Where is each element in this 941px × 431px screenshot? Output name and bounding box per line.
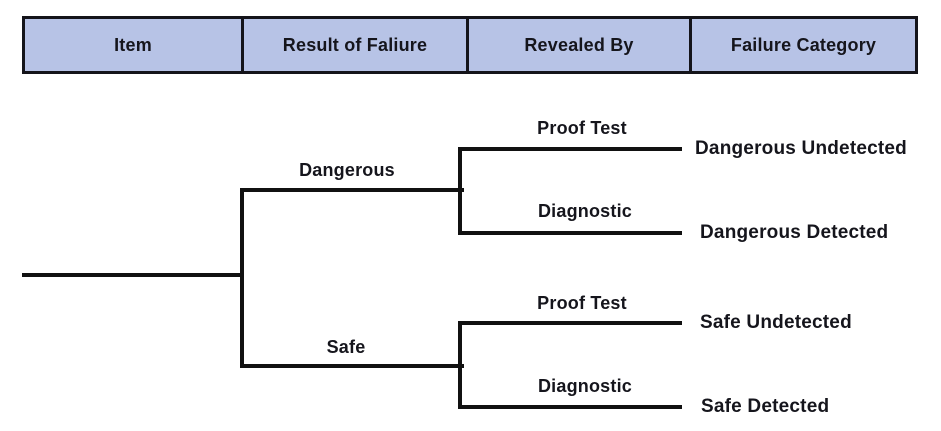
leaf-label-safe-detected: Safe Detected xyxy=(701,396,830,417)
tree-line-diagnostic-dangerous xyxy=(458,231,682,235)
branch-label-diagnostic-dangerous: Diagnostic xyxy=(537,201,632,221)
header-table: Item Result of Faliure Revealed By Failu… xyxy=(22,16,918,74)
tree-line-dangerous-branch xyxy=(240,188,464,192)
tree-line-root xyxy=(22,273,244,277)
leaf-label-dangerous-undetected: Dangerous Undetected xyxy=(695,138,907,159)
branch-label-dangerous: Dangerous xyxy=(299,160,395,180)
tree-line-proof-test-dangerous xyxy=(458,147,682,151)
leaf-label-dangerous-detected: Dangerous Detected xyxy=(700,222,889,243)
header-cell-result-of-failure: Result of Faliure xyxy=(244,19,469,71)
header-cell-failure-category: Failure Category xyxy=(730,34,877,55)
tree-line-dangerous-vertical xyxy=(458,147,462,235)
branch-label-safe: Safe xyxy=(326,337,366,357)
branch-label-diagnostic-safe: Diagnostic xyxy=(537,376,632,396)
tree-line-safe-vertical xyxy=(458,321,462,409)
tree-line-level1-vertical xyxy=(240,188,244,368)
tree-line-proof-test-safe xyxy=(458,321,682,325)
branch-label-proof-test-dangerous: Proof Test xyxy=(537,118,627,138)
header-cell-item: Item xyxy=(25,19,244,71)
leaf-label-safe-undetected: Safe Undetected xyxy=(700,312,852,333)
tree-line-safe-branch xyxy=(240,364,464,368)
branch-label-proof-test-safe: Proof Test xyxy=(537,293,627,313)
tree-line-diagnostic-safe xyxy=(458,405,682,409)
header-cell-revealed-by: Revealed By xyxy=(469,19,692,71)
